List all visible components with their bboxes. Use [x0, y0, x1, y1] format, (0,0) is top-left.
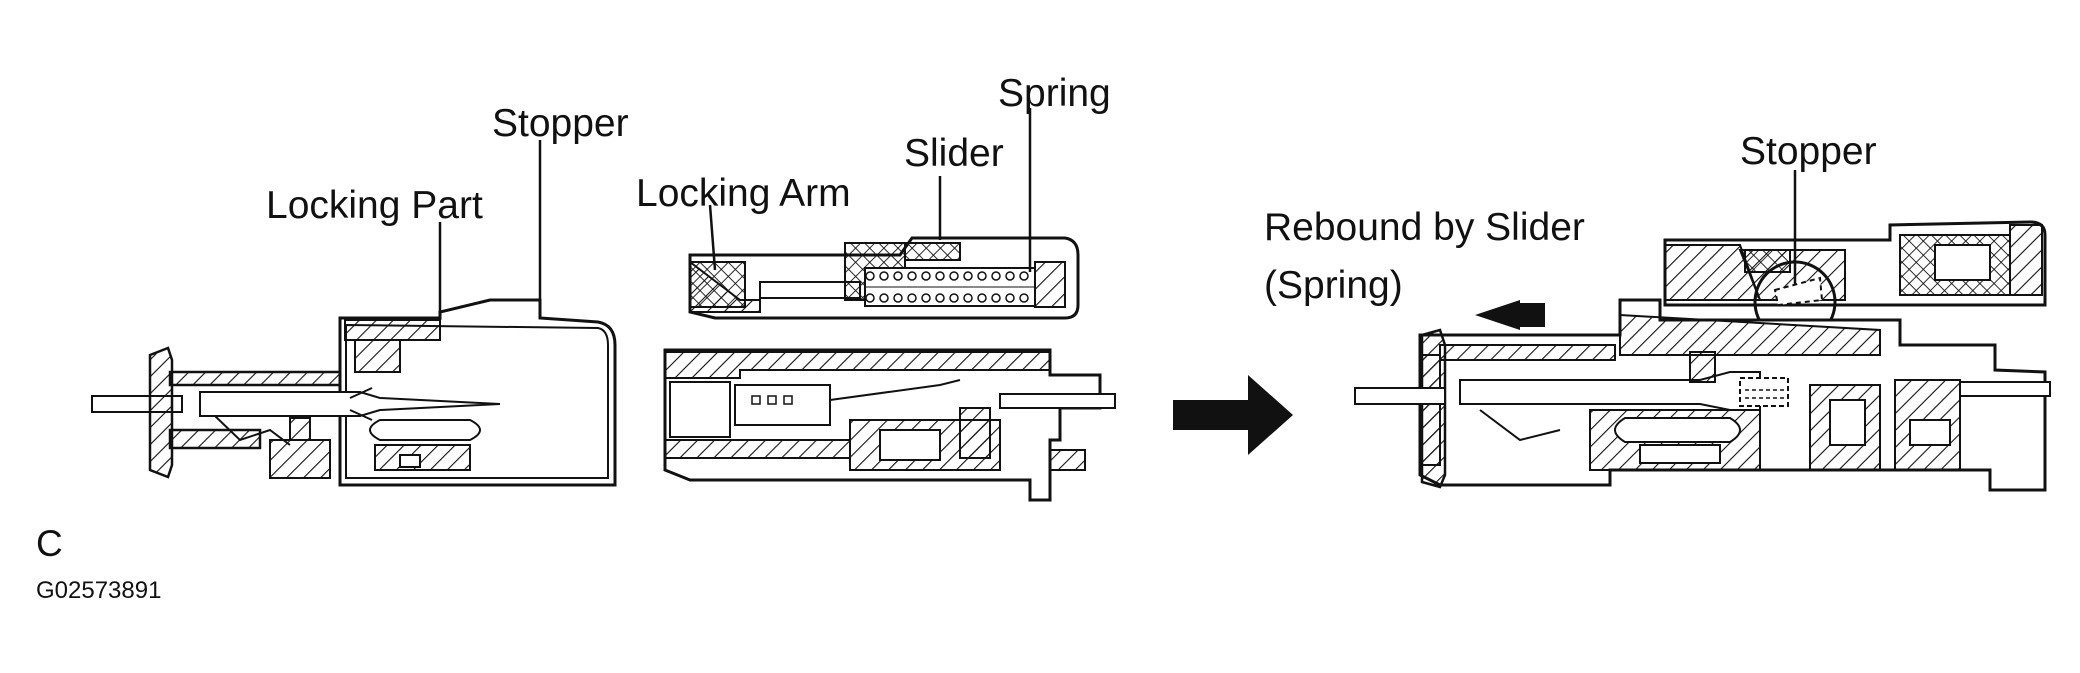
view-letter: C [36, 523, 63, 564]
label-locking-part: Locking Part [266, 184, 483, 227]
female-connector-left [91, 298, 617, 487]
spring-coil [864, 267, 1036, 307]
label-spring: Spring [998, 72, 1111, 115]
label-slider: Slider [904, 132, 1004, 175]
label-stopper-right: Stopper [1740, 130, 1877, 173]
transition-arrow [1173, 375, 1293, 455]
label-stopper-left: Stopper [492, 102, 629, 145]
label-locking-arm: Locking Arm [636, 172, 851, 215]
figure-code: G02573891 [36, 577, 161, 604]
leader-lines [438, 108, 1797, 320]
label-rebound-line2: (Spring) [1264, 264, 1403, 307]
rebound-arrow [1475, 300, 1545, 330]
mated-connector-right [1354, 220, 2051, 492]
male-connector-middle [663, 236, 1116, 502]
label-rebound-line1: Rebound by Slider [1264, 206, 1585, 249]
